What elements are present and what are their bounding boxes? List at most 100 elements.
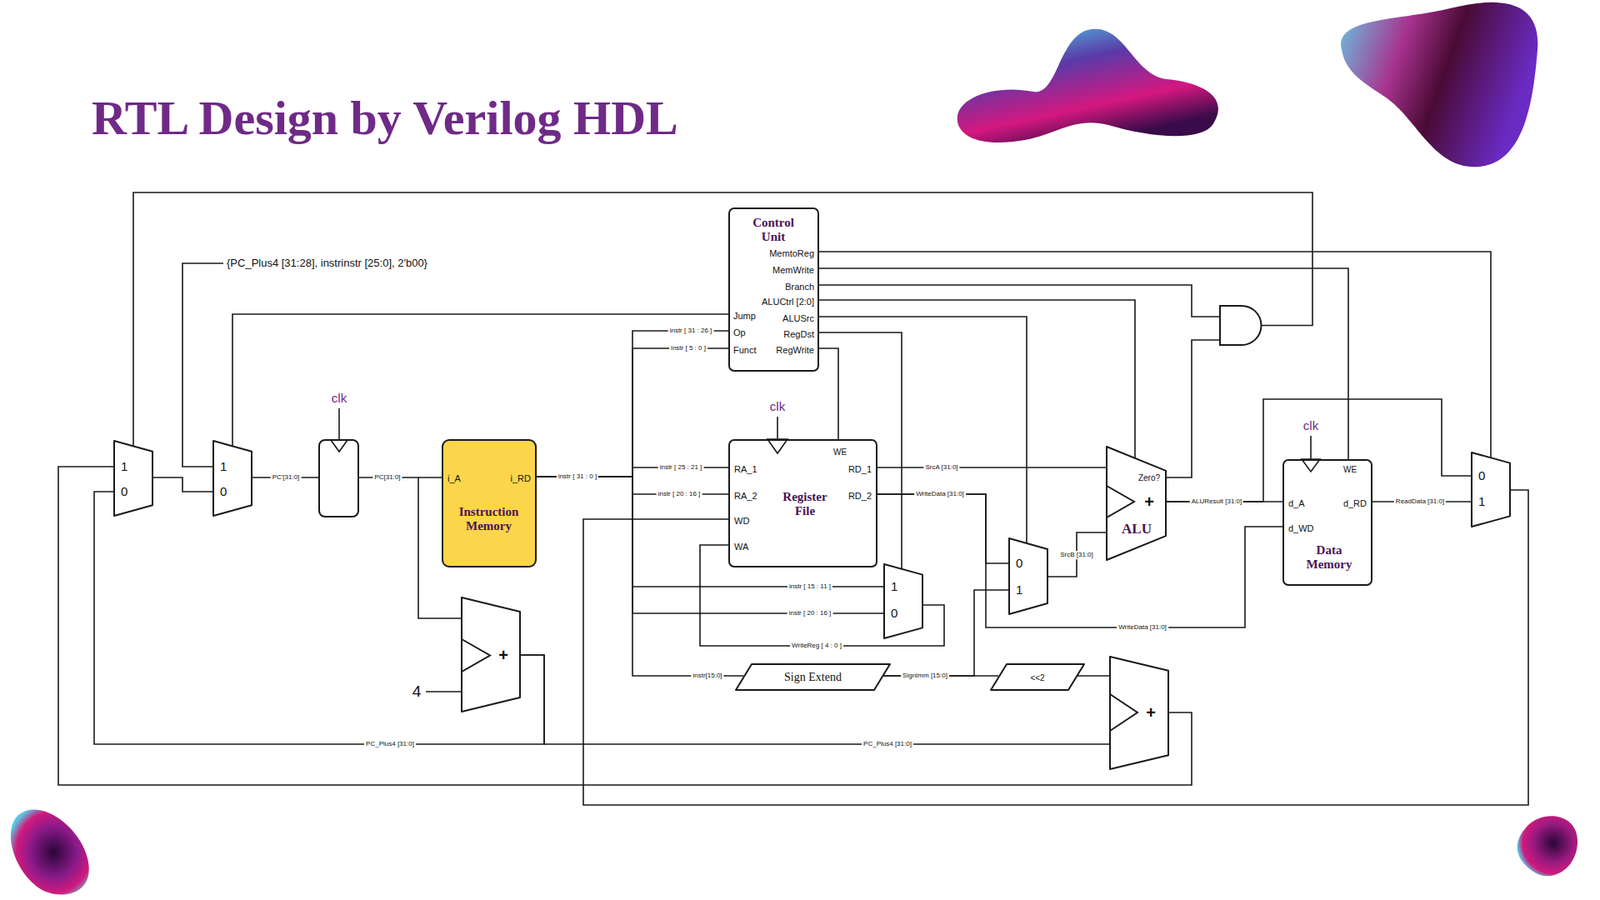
- signal-label: PC_Plus4 [31:0]: [364, 740, 416, 749]
- clock-triangle: [330, 440, 348, 452]
- operator-symbol: +: [1145, 703, 1156, 722]
- wire: [877, 494, 1283, 628]
- signal-label: instr[15:0]: [690, 671, 724, 680]
- wire: [520, 655, 1110, 745]
- clock-wire: [1310, 435, 1312, 460]
- memtoreg-mux-shape: [1471, 452, 1510, 527]
- component-title: <<2: [1030, 672, 1045, 682]
- port-label: d_RD: [1343, 498, 1367, 509]
- port-label: d_A: [1288, 498, 1305, 509]
- port-label: MemtoReg: [769, 248, 815, 259]
- alusrc-mux-shape: [1009, 538, 1048, 615]
- port-label: WE: [1343, 465, 1357, 475]
- signal-label: PC[31:0]: [372, 474, 402, 482]
- port-label: RegWrite: [775, 345, 815, 355]
- control-unit: Control UnitMemtoRegMemWriteBranchALUCtr…: [728, 207, 820, 372]
- alu-outline: [1105, 445, 1167, 561]
- port-label: i_RD: [510, 473, 531, 484]
- port-label: Funct: [733, 345, 757, 355]
- decor-blob: [10, 810, 90, 895]
- constant-label: 4: [412, 683, 422, 701]
- port-label: RD_2: [848, 490, 872, 501]
- mux-input-number: 1: [890, 580, 898, 595]
- port-label: RA_2: [734, 490, 758, 501]
- component-title: Sign Extend: [784, 670, 842, 684]
- branch-adder-outline: [1109, 655, 1170, 770]
- alusrc-mux-outline: [1008, 537, 1049, 615]
- wire: [1166, 399, 1471, 502]
- port-label: RA_1: [734, 464, 758, 475]
- port-label: RegDst: [783, 329, 815, 340]
- decor-blob: [1517, 815, 1578, 876]
- signal-label: SrcA [31:0]: [923, 463, 960, 472]
- port-label: MemWrite: [772, 265, 815, 275]
- component-title: Data Memory: [1300, 543, 1359, 571]
- wire: [1048, 532, 1106, 577]
- clock-wire: [776, 416, 779, 440]
- mux-input-number: 0: [1478, 469, 1485, 484]
- port-label: Jump: [733, 310, 756, 321]
- and-gate: [1220, 305, 1261, 345]
- pc-adder-shape: [461, 597, 520, 712]
- clock-triangle: [1301, 459, 1320, 472]
- clock-label: clk: [1303, 419, 1319, 434]
- constant-four-wire: [425, 690, 461, 693]
- mux-input-number: 0: [1015, 556, 1023, 571]
- regdst-mux-outline: [883, 563, 924, 640]
- pcsrc-mux-shape: [114, 440, 153, 516]
- wire: [819, 332, 902, 569]
- mux-input-number: 1: [120, 460, 128, 475]
- sign-extend: Sign Extend: [735, 663, 891, 691]
- jump-mux-shape: [213, 440, 252, 516]
- pc-register: [319, 440, 359, 517]
- pcsrc-mux-outline: [113, 440, 154, 517]
- adder-notch: [1110, 694, 1138, 731]
- signal-label: WriteData [31:0]: [1116, 623, 1169, 632]
- data-memory: WE d_A d_RD d_WD Data Memory: [1282, 459, 1373, 586]
- jump-mux: 10: [212, 440, 253, 517]
- clock-triangle: [767, 439, 788, 454]
- signal-label: WriteData [31:0]: [914, 490, 966, 499]
- port-label: RD_1: [848, 464, 872, 475]
- jump-address-wire: [182, 263, 224, 467]
- mux-input-number: 0: [120, 485, 128, 500]
- signal-label: instr [ 15 : 11 ]: [787, 582, 833, 591]
- pcsrc-mux: 10: [113, 440, 154, 517]
- branch-adder-shape: [1110, 656, 1169, 770]
- mux-input-number: 0: [890, 606, 898, 621]
- signal-label: instr [ 31 : 0 ]: [556, 473, 599, 481]
- register-file: RA_1RA_2WDWAWERegister FileRD_1RD_2: [728, 439, 878, 568]
- wire: [819, 316, 1027, 543]
- port-label: Op: [733, 327, 746, 338]
- decor-blob: [957, 29, 1219, 143]
- branch-wire: [819, 285, 1220, 317]
- jump-mux-outline: [212, 440, 253, 517]
- port-label: WE: [833, 447, 847, 457]
- signal-label: instr [ 25 : 21 ]: [658, 463, 705, 472]
- sign-extend-shape: [735, 664, 890, 690]
- signal-label: instr [ 20 : 16 ]: [787, 609, 834, 618]
- wire: [232, 314, 729, 446]
- component-title: Instruction Memory: [447, 505, 531, 533]
- jump-address-label: {PC_Plus4 [31:28], instrinstr [25:0], 2'…: [226, 257, 428, 270]
- pc-adder-outline: [460, 596, 521, 713]
- wire: [700, 545, 945, 646]
- wire: [819, 300, 1135, 458]
- signal-label: ReadData [31:0]: [1394, 497, 1446, 506]
- operator-symbol: +: [1144, 492, 1155, 511]
- clock-label: clk: [770, 400, 785, 415]
- component-title: Register File: [771, 490, 839, 518]
- adder-notch: [1106, 485, 1135, 518]
- port-label: d_WD: [1288, 523, 1315, 534]
- wire: [536, 476, 884, 587]
- wire: [819, 251, 1491, 458]
- port-label: Zero?: [1138, 473, 1160, 483]
- clock-wire: [338, 408, 340, 440]
- zero-wire: [1166, 340, 1220, 478]
- shift-left-shape: [990, 664, 1085, 690]
- wire: [536, 348, 729, 477]
- mux-input-number: 0: [220, 485, 227, 500]
- signal-label: instr [ 20 : 16 ]: [656, 490, 703, 499]
- port-label: ALUCtrl [2:0]: [761, 296, 815, 307]
- signal-label: instr [ 5 : 0 ]: [669, 344, 708, 353]
